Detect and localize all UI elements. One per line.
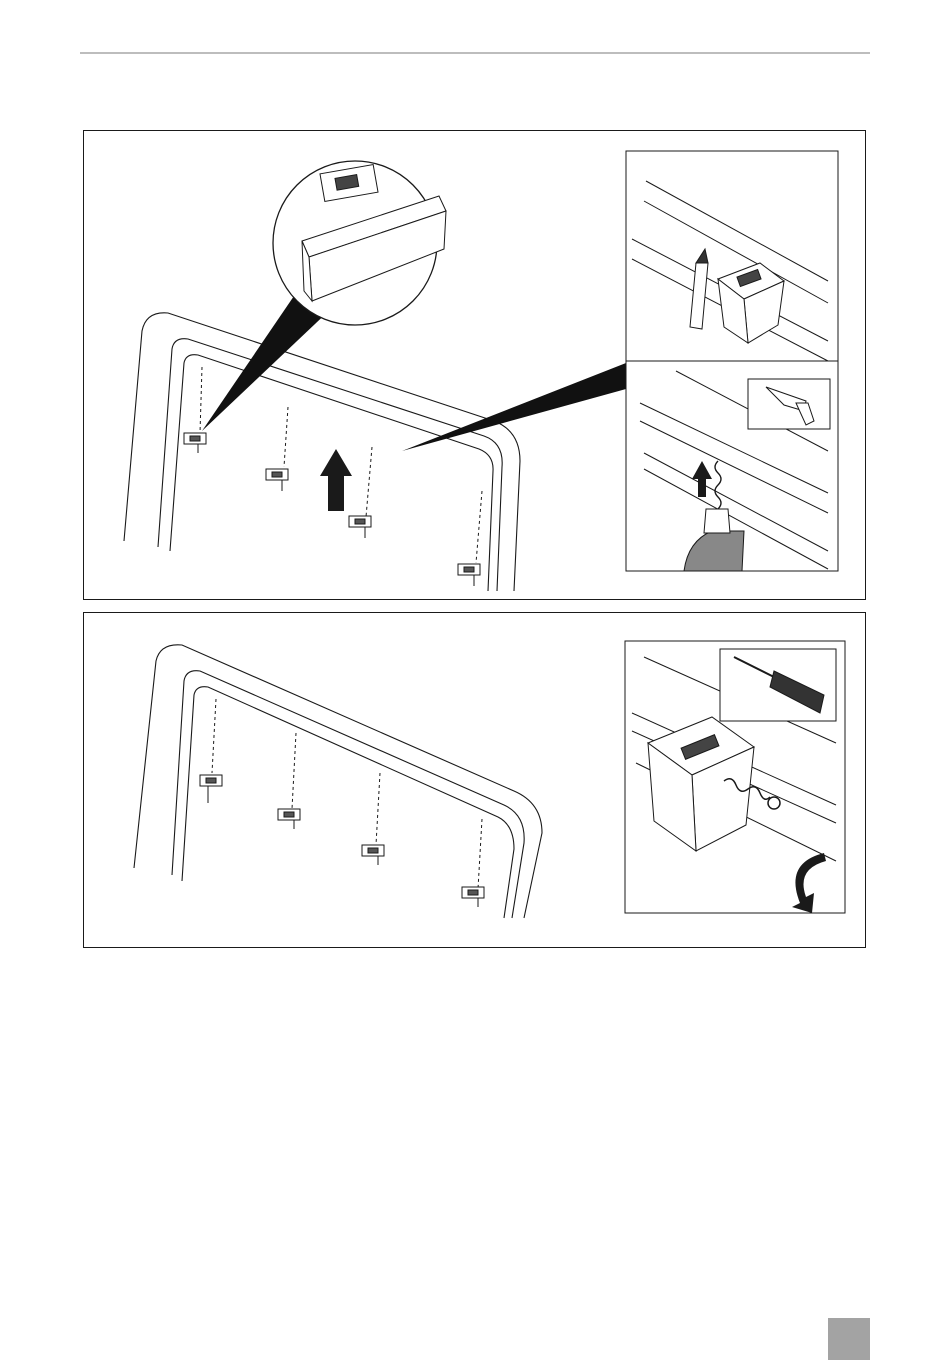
- mounting-bracket: [200, 775, 484, 907]
- figure-top-drawing: [84, 131, 867, 601]
- figure-bottom-drawing: [84, 613, 867, 949]
- page-number-tab: [828, 1318, 870, 1360]
- vehicle-wall-outline: [134, 645, 542, 918]
- drill-chuck: [704, 509, 730, 533]
- drill-guide-lines: [212, 699, 482, 889]
- header-rule: [80, 52, 870, 54]
- figure-panel-bottom: [83, 612, 866, 948]
- up-arrow-icon: [320, 449, 352, 511]
- figure-panel-top: [83, 130, 866, 600]
- vehicle-wall-outline: [124, 313, 520, 591]
